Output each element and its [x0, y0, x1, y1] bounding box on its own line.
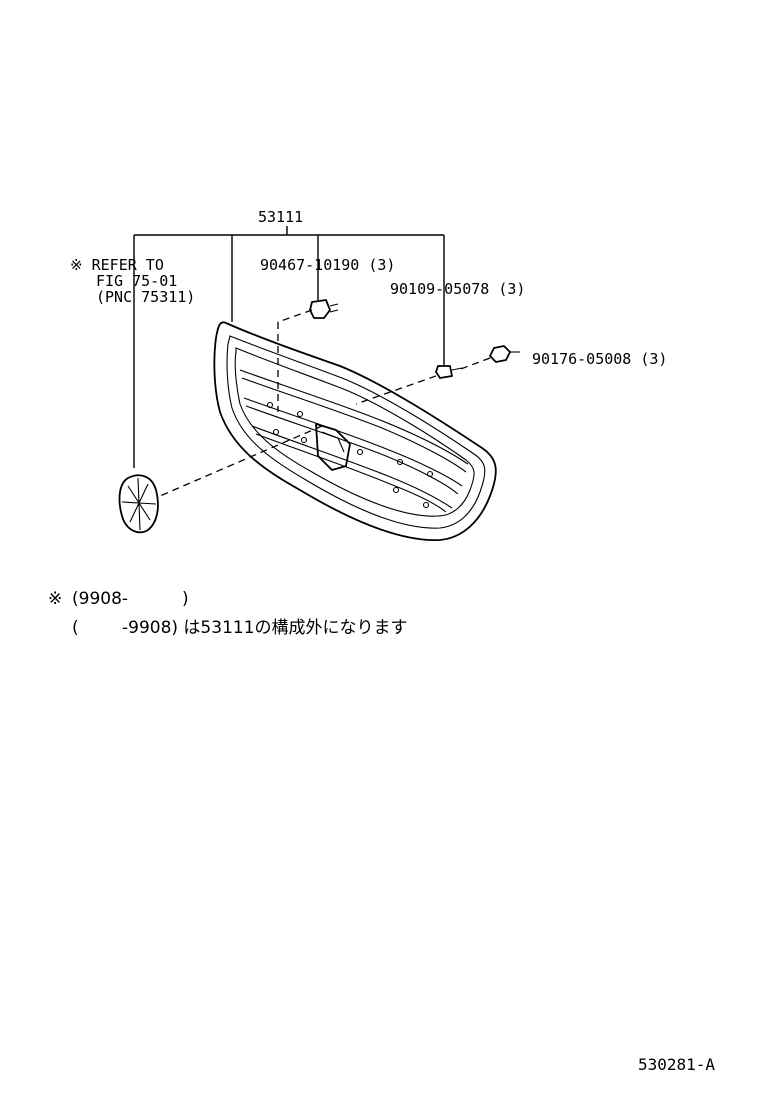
grille-clips — [266, 401, 434, 509]
refer-to-label: ※ REFER TO — [70, 256, 164, 274]
note-date-close: ) — [182, 589, 189, 609]
radiator-grille — [213, 321, 497, 541]
note-date-from: (9908- — [72, 589, 128, 609]
note-exclusion-text: -9908) は53111の構成外になります — [122, 618, 408, 638]
figure-code: 530281-A — [638, 1055, 715, 1074]
nut-part-number: 90176-05008 (3) — [532, 350, 667, 368]
screw-part-number: 90109-05078 (3) — [390, 280, 525, 298]
leader-lines — [133, 226, 445, 468]
clip-icon — [309, 299, 339, 319]
main-part-number: 53111 — [258, 208, 303, 226]
nut-icon — [489, 345, 520, 363]
screw-icon — [435, 365, 463, 379]
clip-part-number: 90467-10190 (3) — [260, 256, 395, 274]
assembly-lines — [159, 309, 491, 497]
refer-fig-label: FIG 75-01 — [96, 272, 177, 290]
note-paren-open: ( — [72, 618, 79, 638]
refer-pnc-label: (PNC 75311) — [96, 288, 195, 306]
note-mark: ※ — [48, 589, 62, 609]
emblem-icon — [118, 474, 159, 534]
